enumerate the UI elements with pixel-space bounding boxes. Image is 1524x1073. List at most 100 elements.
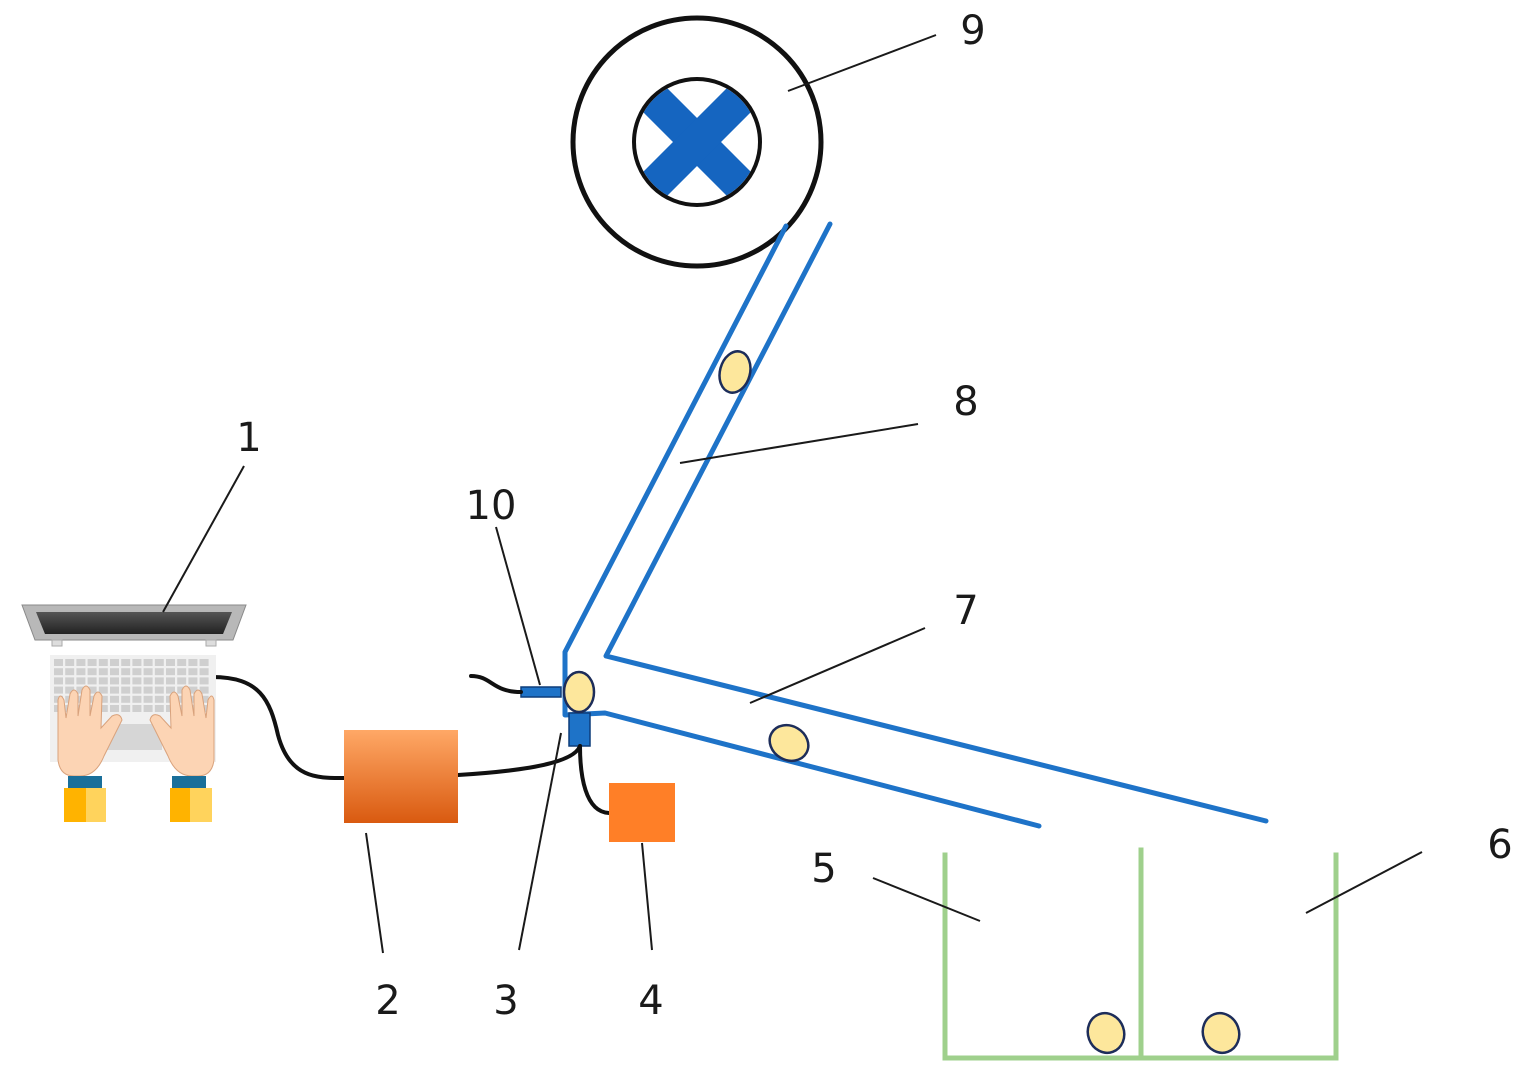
seed-icon bbox=[562, 670, 596, 714]
keyboard-key bbox=[199, 659, 209, 666]
keyboard-key bbox=[54, 659, 63, 666]
hand-left-icon bbox=[57, 685, 123, 822]
seed-icon bbox=[1086, 1011, 1126, 1055]
label-10: 10 bbox=[466, 483, 517, 529]
keyboard-key bbox=[132, 695, 142, 703]
label-3: 3 bbox=[493, 978, 518, 1024]
keyboard-key bbox=[143, 695, 153, 703]
keyboard-key bbox=[188, 668, 198, 676]
leader-1 bbox=[162, 465, 245, 613]
keyboard-key bbox=[166, 659, 175, 666]
keyboard-key bbox=[110, 695, 119, 703]
label-1: 1 bbox=[236, 415, 261, 461]
leader-9 bbox=[787, 34, 937, 92]
leader-8 bbox=[679, 423, 919, 464]
leader-3 bbox=[518, 732, 562, 951]
laptop-with-hands-icon bbox=[21, 604, 247, 822]
keyboard-key bbox=[54, 668, 63, 676]
keyboard-key bbox=[65, 686, 75, 694]
keyboard-key bbox=[132, 677, 142, 685]
number-labels: 1 2 3 4 5 6 7 8 9 10 bbox=[236, 8, 1512, 1024]
laptop-screen bbox=[36, 612, 232, 634]
keyboard-key bbox=[154, 668, 164, 676]
label-4: 4 bbox=[638, 978, 663, 1024]
keyboard-key bbox=[177, 659, 187, 666]
keyboard-key bbox=[143, 659, 153, 666]
keyboard-key bbox=[87, 659, 97, 666]
collection-bins bbox=[942, 847, 1339, 1061]
label-8: 8 bbox=[953, 379, 978, 425]
laptop-hinge-left bbox=[51, 639, 63, 647]
leader-5 bbox=[872, 877, 981, 922]
keyboard-key bbox=[76, 677, 86, 685]
cables bbox=[210, 674, 611, 815]
keyboard-key bbox=[110, 677, 119, 685]
label-7: 7 bbox=[953, 588, 978, 634]
keyboard-key bbox=[143, 668, 153, 676]
keyboard-key bbox=[87, 668, 97, 676]
keyboard-key bbox=[154, 686, 164, 694]
seed-chute bbox=[562, 221, 1269, 829]
sensor-receiver bbox=[568, 712, 591, 747]
label-6: 6 bbox=[1487, 822, 1512, 868]
keyboard-key bbox=[98, 695, 108, 703]
keyboard-key bbox=[154, 659, 164, 666]
keyboard-key bbox=[143, 705, 153, 712]
keyboard-key bbox=[199, 686, 209, 694]
leader-7 bbox=[749, 627, 926, 704]
label-9: 9 bbox=[960, 8, 985, 54]
keyboard-key bbox=[199, 677, 209, 685]
keyboard-key bbox=[121, 695, 131, 703]
keyboard-key bbox=[121, 659, 131, 666]
sensor-emitter bbox=[520, 686, 562, 698]
keyboard-key bbox=[177, 668, 187, 676]
seed-icon bbox=[718, 350, 752, 394]
keyboard-key bbox=[54, 677, 63, 685]
seeds bbox=[562, 350, 1241, 1055]
leader-lines bbox=[162, 34, 1423, 954]
keyboard-key bbox=[177, 677, 187, 685]
keyboard-key bbox=[110, 686, 119, 694]
keyboard-key bbox=[188, 686, 198, 694]
keyboard-key bbox=[132, 705, 142, 712]
keyboard-key bbox=[65, 677, 75, 685]
leader-6 bbox=[1305, 851, 1423, 914]
seed-icon bbox=[768, 723, 810, 763]
laptop-hinge-right bbox=[205, 639, 217, 647]
label-5: 5 bbox=[811, 846, 836, 892]
keyboard-key bbox=[54, 686, 63, 694]
keyboard-key bbox=[87, 677, 97, 685]
keyboard-key bbox=[121, 668, 131, 676]
keyboard-key bbox=[166, 677, 175, 685]
keyboard-key bbox=[87, 695, 97, 703]
keyboard-key bbox=[199, 695, 209, 703]
power-box bbox=[609, 783, 675, 842]
keyboard-key bbox=[76, 668, 86, 676]
cable-controller-to-sensor bbox=[456, 744, 582, 777]
keyboard-key bbox=[188, 659, 198, 666]
keyboard-key bbox=[132, 668, 142, 676]
label-2: 2 bbox=[375, 978, 400, 1024]
keyboard-key bbox=[65, 659, 75, 666]
keyboard-key bbox=[87, 686, 97, 694]
rotating-wheel bbox=[570, 15, 824, 269]
keyboard-key bbox=[166, 686, 175, 694]
keyboard-key bbox=[98, 668, 108, 676]
cable-laptop-to-controller bbox=[210, 675, 346, 781]
keyboard-key bbox=[98, 677, 108, 685]
seed-icon bbox=[1201, 1011, 1241, 1055]
keyboard-key bbox=[143, 686, 153, 694]
keyboard-key bbox=[154, 695, 164, 703]
keyboard-key bbox=[98, 686, 108, 694]
keyboard-key bbox=[110, 668, 119, 676]
keyboard-key bbox=[121, 677, 131, 685]
cable-emitter bbox=[469, 674, 523, 694]
leader-10 bbox=[495, 526, 541, 686]
keyboard-key bbox=[121, 705, 131, 712]
keyboard-key bbox=[199, 668, 209, 676]
leader-2 bbox=[365, 832, 384, 954]
keyboard-key bbox=[132, 659, 142, 666]
leader-4 bbox=[641, 842, 653, 951]
keyboard-key bbox=[76, 686, 86, 694]
